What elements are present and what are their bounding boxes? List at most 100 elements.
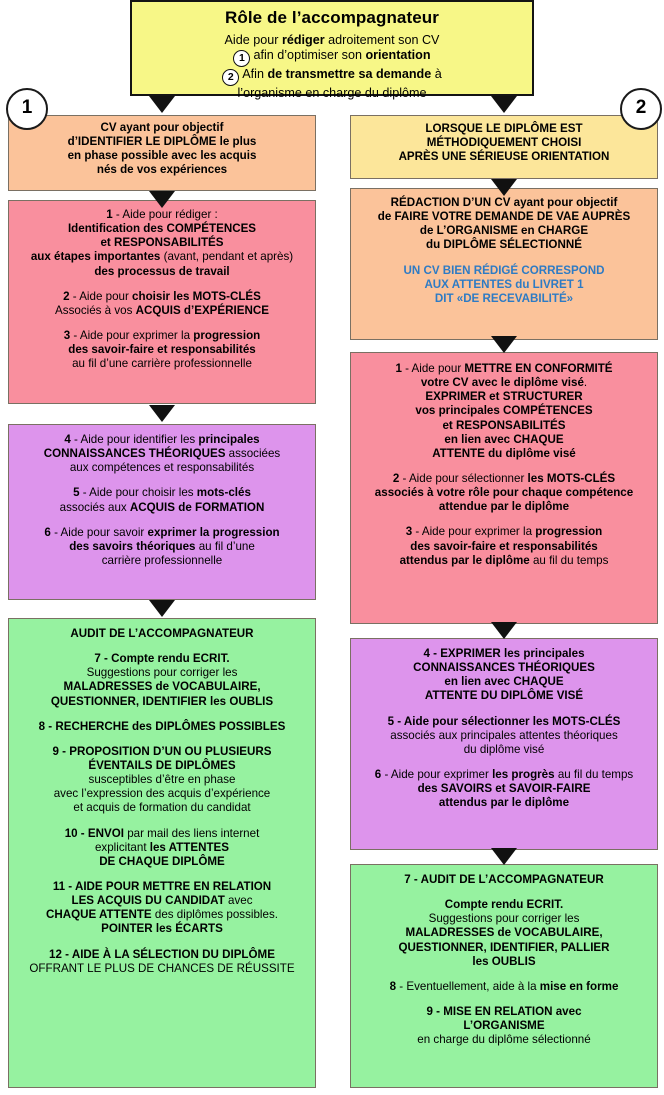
- left-box-audit: AUDIT DE L’ACCOMPAGNATEUR 7 - Compte ren…: [8, 618, 316, 1088]
- right-item-5-line-3: du diplôme visé: [463, 742, 545, 756]
- right-box2-blue-line-2: DIT «DE RECEVABILITÉ»: [434, 291, 574, 305]
- right-item-6-line-1-r: - Aide pour exprimer: [381, 767, 493, 781]
- right-item-7-line-5: les OUBLIS: [472, 954, 536, 968]
- left-item-4-num: 4: [64, 433, 71, 446]
- right-item-1-line-3: EXPRIMER et STRUCTURER: [425, 390, 583, 404]
- title-line-1-c: adroitement son CV: [324, 32, 440, 47]
- right-item-9-line-3: en charge du diplôme sélectionné: [417, 1033, 591, 1047]
- right-item-6-line-3: attendus par le diplôme: [438, 796, 570, 810]
- right-item-7-line-1: Compte rendu ECRIT.: [444, 898, 564, 912]
- left-item-6-line-2-b: des savoirs théoriques: [69, 539, 196, 553]
- right-box-steps-4-6: 4 - EXPRIMER les principales CONNAISSANC…: [350, 638, 658, 850]
- spacer: [9, 475, 315, 486]
- right-box1-line-0: LORSQUE LE DIPLÔME EST: [425, 122, 583, 135]
- left-item-9-line-5: et acquis de formation du candidat: [73, 801, 251, 815]
- right-item-7-line-4: QUESTIONNER, IDENTIFIER, PALLIER: [398, 940, 610, 954]
- left-item-6-line-1: 6 - Aide pour savoir exprimer la progres…: [9, 526, 315, 540]
- left-item-4-line-1: 4 - Aide pour identifier les principales: [9, 433, 315, 447]
- right-item-1-line-7: ATTENTE du diplôme visé: [432, 446, 576, 460]
- right-item-2-line-1: 2 - Aide pour sélectionner les MOTS-CLÉS: [351, 472, 657, 486]
- arrow-left-1-to-2: [149, 191, 175, 208]
- left-item-1-num: 1: [106, 208, 113, 221]
- left-item-2-line-2-b: ACQUIS d’EXPÉRIENCE: [135, 303, 269, 317]
- left-item-2-line-1-r: - Aide pour: [69, 289, 133, 303]
- right-item-3-line-3-b: attendus par le diplôme: [399, 553, 530, 567]
- arrow-right-4-to-5: [491, 848, 517, 865]
- right-item-1-line-1-b: METTRE EN CONFORMITÉ: [464, 362, 613, 375]
- left-box1-line-0: CV ayant pour objectif: [100, 121, 224, 134]
- right-item-2-line-2: associés à votre rôle pour chaque compét…: [374, 486, 634, 500]
- left-item-2-line-1-b: choisir les MOTS-CLÉS: [132, 289, 261, 303]
- left-item-1-line-3: et RESPONSABILITÉS: [100, 236, 224, 250]
- left-item-6-line-3: carrière professionnelle: [101, 553, 223, 567]
- spacer: [9, 641, 315, 652]
- spacer: [9, 515, 315, 526]
- right-item-1-line-2: votre CV avec le diplôme visé.: [351, 376, 657, 390]
- left-item-5-num: 5: [73, 486, 80, 500]
- arrow-title-to-right-1: [491, 96, 517, 113]
- left-item-5-line-2: associés aux ACQUIS de FORMATION: [9, 501, 315, 515]
- right-item-6-line-1: 6 - Aide pour exprimer les progrès au fi…: [351, 768, 657, 782]
- left-item-9-line-3: susceptibles d’être en phase: [88, 773, 236, 787]
- left-item-9-line-1: 9 - PROPOSITION D’UN OU PLUSIEURS: [52, 744, 272, 758]
- left-item-3-line-1-r: - Aide pour exprimer la: [70, 328, 194, 342]
- right-item-2-num: 2: [392, 471, 400, 485]
- left-item-11-line-4: POINTER les ÉCARTS: [101, 922, 223, 936]
- right-item-4-line-2: CONNAISSANCES THÉORIQUES: [413, 661, 595, 675]
- left-item-10-num: 10 - ENVOI: [64, 826, 124, 840]
- left-item-3-line-3: au fil d’une carrière professionnelle: [72, 357, 252, 371]
- left-box-steps-4-6: 4 - Aide pour identifier les principales…: [8, 424, 316, 600]
- right-box2-line-2: de L’ORGANISME en CHARGE: [419, 224, 589, 238]
- right-box-redaction: RÉDACTION D’UN CV ayant pour objectif de…: [350, 188, 658, 340]
- spacer: [351, 994, 657, 1005]
- title-line-2-b: orientation: [365, 48, 431, 63]
- left-item-7-line-3: MALADRESSES de VOCABULAIRE,: [63, 680, 261, 694]
- spacer: [9, 279, 315, 290]
- right-item-5-line-1: 5 - Aide pour sélectionner les MOTS-CLÉS: [387, 714, 621, 728]
- spacer: [351, 461, 657, 472]
- left-item-7-line-1: 7 - Compte rendu ECRIT.: [9, 652, 315, 666]
- left-item-4-line-2: CONNAISSANCES THÉORIQUES associées: [9, 447, 315, 461]
- right-box2-blue-line-0: UN CV BIEN RÉDIGÉ CORRESPOND: [403, 263, 605, 277]
- right-item-3-line-1-b: progression: [535, 525, 603, 539]
- branch-marker-2: 2: [620, 88, 662, 130]
- left-item-1-line-4-b: aux étapes importantes: [30, 250, 161, 264]
- left-item-2-line-2: Associés à vos ACQUIS d’EXPÉRIENCE: [9, 304, 315, 318]
- right-item-9-line-2: L’ORGANISME: [463, 1019, 545, 1033]
- left-item-10-line-1-r: par mail des liens internet: [123, 826, 260, 840]
- right-item-1-line-6: en lien avec CHAQUE: [444, 432, 564, 446]
- right-item-8-num: 8: [389, 979, 397, 993]
- left-item-4-line-2-b: CONNAISSANCES THÉORIQUES: [43, 447, 226, 461]
- left-item-4-line-3: aux compétences et responsabilités: [69, 461, 255, 475]
- arrow-title-to-left-1: [149, 96, 175, 113]
- left-item-3-line-1: 3 - Aide pour exprimer la progression: [9, 329, 315, 343]
- left-item-2-num: 2: [63, 289, 70, 303]
- left-box-objective: CV ayant pour objectif d’IDENTIFIER LE D…: [8, 115, 316, 191]
- spacer: [9, 709, 315, 720]
- badge-1: 1: [233, 50, 251, 68]
- left-item-12-line-1: 12 - AIDE À LA SÉLECTION DU DIPLÔME: [49, 947, 275, 961]
- left-item-7-line-4: QUESTIONNER, IDENTIFIER les OUBLIS: [50, 694, 274, 708]
- left-item-11-line-2: LES ACQUIS DU CANDIDAT avec: [9, 894, 315, 908]
- right-box-context: LORSQUE LE DIPLÔME EST MÉTHODIQUEMENT CH…: [350, 115, 658, 179]
- left-box-steps-1-3: 1 - Aide pour rédiger : Identification d…: [8, 200, 316, 404]
- right-item-4-line-1: 4 - EXPRIMER les principales: [423, 647, 585, 660]
- left-item-7-num: 7: [94, 652, 101, 666]
- arrow-left-2-to-3: [149, 405, 175, 422]
- left-item-7-line-1-b: - Compte rendu ECRIT.: [100, 652, 230, 666]
- left-item-10-line-2: explicitant les ATTENTES: [9, 841, 315, 855]
- right-box1-line-1: MÉTHODIQUEMENT CHOISI: [426, 136, 582, 150]
- spacer: [351, 887, 657, 898]
- right-item-3-line-3: attendus par le diplôme au fil du temps: [351, 554, 657, 568]
- left-audit-header: AUDIT DE L’ACCOMPAGNATEUR: [70, 627, 254, 640]
- spacer: [351, 969, 657, 980]
- right-item-3-line-1: 3 - Aide pour exprimer la progression: [351, 525, 657, 539]
- left-item-12-line-2: OFFRANT LE PLUS DE CHANCES DE RÉUSSITE: [29, 961, 295, 975]
- left-item-8: 8 - RECHERCHE des DIPLÔMES POSSIBLES: [38, 719, 286, 733]
- left-item-1-line-2: Identification des COMPÉTENCES: [67, 222, 257, 236]
- title-line-1-b: rédiger: [281, 32, 325, 47]
- right-box-steps-1-3: 1 - Aide pour METTRE EN CONFORMITÉ votre…: [350, 352, 658, 624]
- left-item-10-line-2-r: explicitant: [94, 840, 150, 854]
